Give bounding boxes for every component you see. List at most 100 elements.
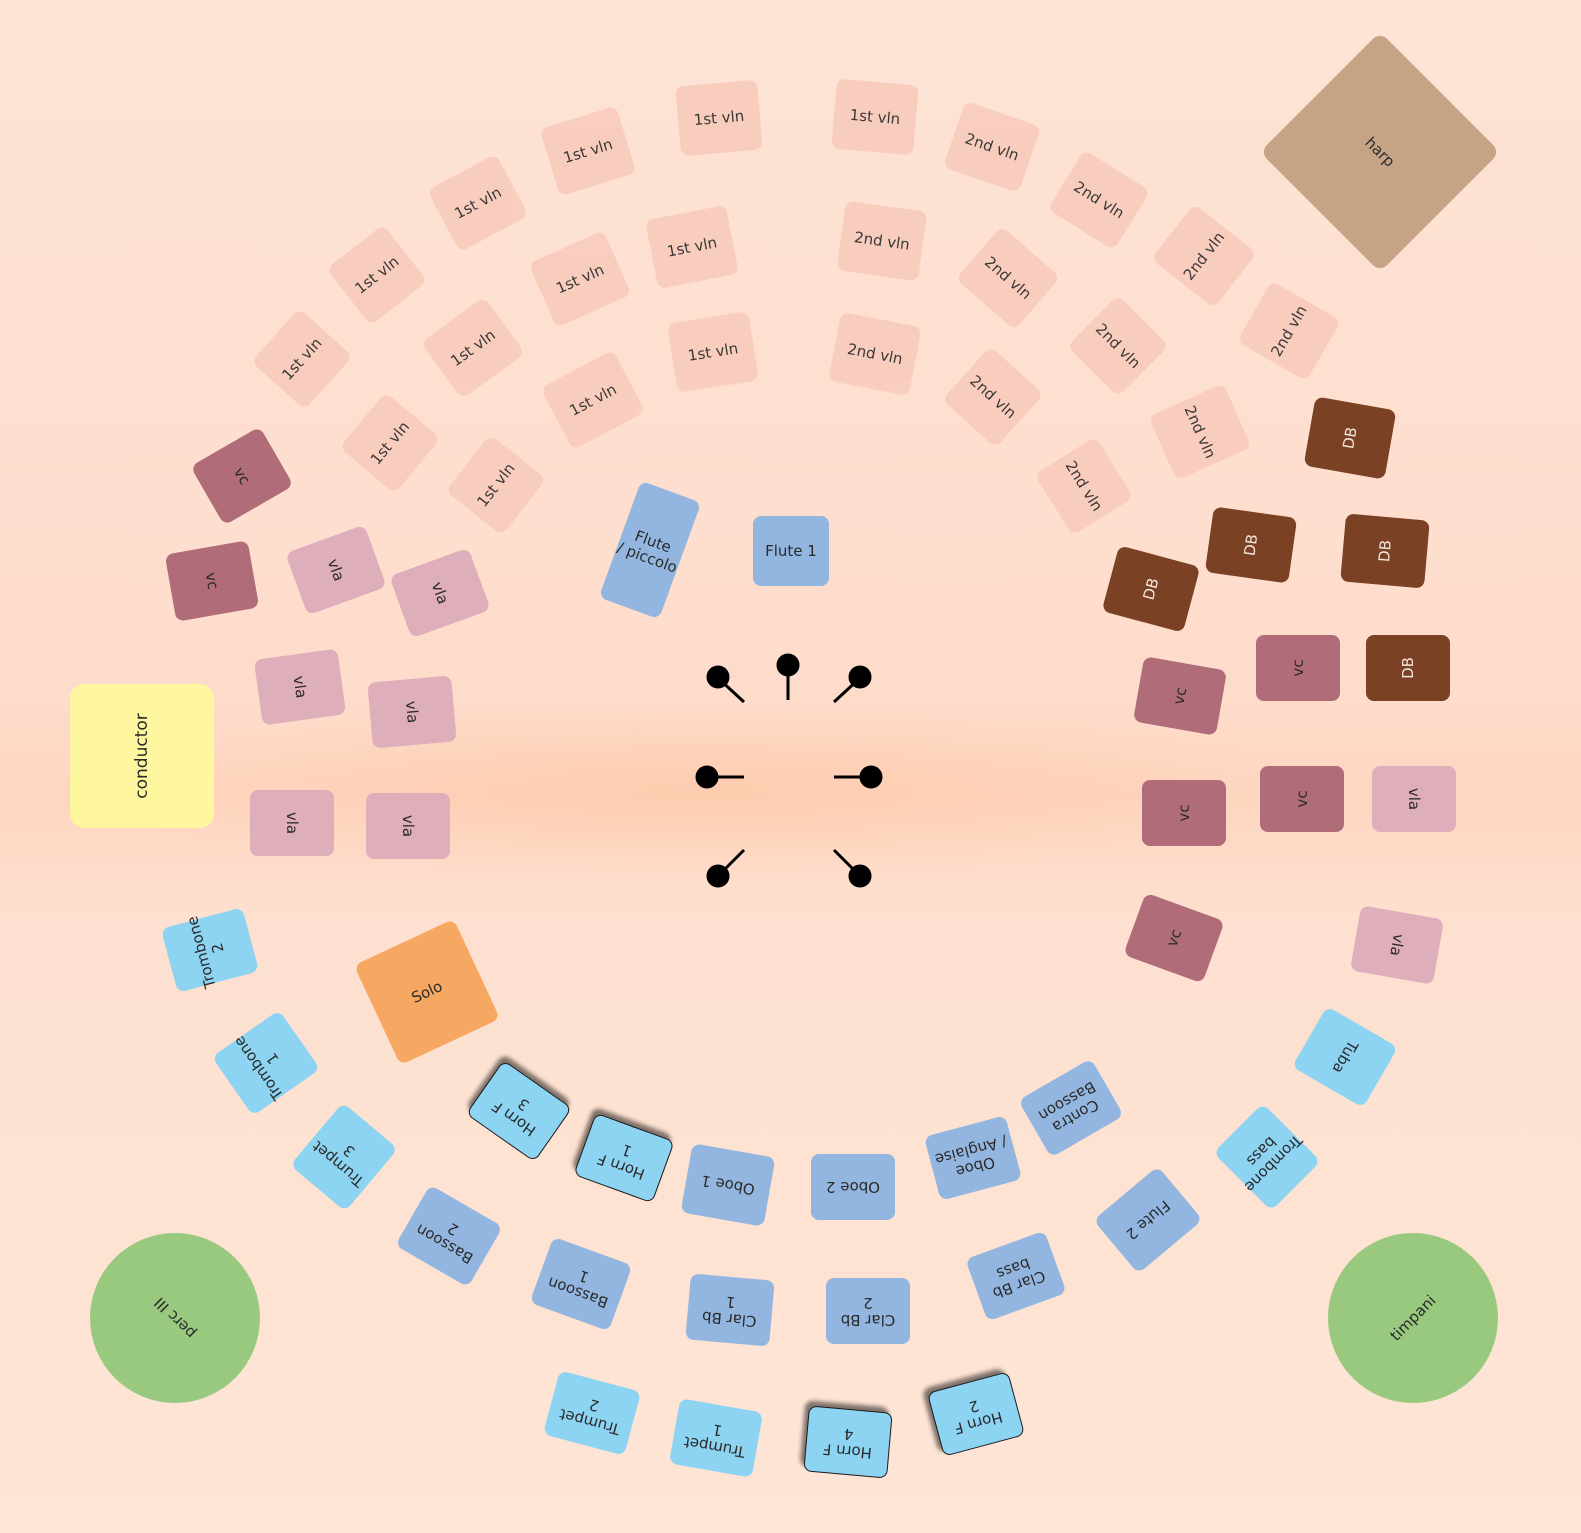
- seat-vla-3: vla: [253, 648, 347, 726]
- seat-2nd-vln-4: 2nd vln: [955, 225, 1061, 331]
- seat-clar-bb-2-1: Clar Bb 2: [826, 1278, 910, 1344]
- seat-1st-vln-9: 1st vln: [645, 204, 739, 290]
- seat-1st-vln-7: 1st vln: [420, 296, 526, 400]
- seat-vc-7: vc: [164, 540, 260, 622]
- seat-label: vc: [1174, 804, 1193, 822]
- seat-label: Clar Bb bass: [990, 1254, 1048, 1303]
- seat-label: Clar Bb 1: [701, 1292, 758, 1331]
- seat-1st-vln-11: 1st vln: [540, 349, 646, 451]
- seat-label: vla: [283, 811, 302, 835]
- seat-label: 2nd vln: [845, 339, 905, 368]
- seat-label: Flute / piccolo: [614, 526, 680, 577]
- seat-flute-piccolo-1: Flute / piccolo: [598, 480, 702, 620]
- seat-clar-bb-1-1: Clar Bb 1: [685, 1273, 775, 1347]
- seat-label: Tuba: [1328, 1037, 1363, 1077]
- seat-label: 2nd vln: [981, 252, 1036, 303]
- seat-vc-1: vc: [1256, 635, 1340, 701]
- seat-label: vc: [1162, 926, 1185, 949]
- seat-conductor-1: conductor: [70, 684, 214, 828]
- seat-label: vla: [399, 814, 418, 838]
- seat-2nd-vln-2: 2nd vln: [1047, 149, 1151, 251]
- seat-label: 1st vln: [665, 232, 719, 261]
- seat-vla-1: vla: [285, 524, 387, 616]
- seat-label: Flute 2: [1122, 1196, 1174, 1244]
- seat-trumpet-2-1: Trumpet 2: [542, 1370, 642, 1456]
- seat-label: timpani: [1386, 1291, 1440, 1345]
- seat-label: 2nd vln: [1092, 319, 1145, 372]
- seat-2nd-vln-5: 2nd vln: [1067, 295, 1169, 397]
- seat-label: Oboe 1: [699, 1171, 757, 1200]
- seat-label: 1st vln: [472, 459, 519, 511]
- seat-horn-f-1-1: Horn F 1: [573, 1112, 675, 1204]
- seat-label: Horn F 2: [952, 1396, 1005, 1438]
- seat-vc-6: vc: [190, 426, 294, 526]
- seat-vla-6: vla: [366, 793, 450, 859]
- seat-label: 1st vln: [366, 417, 413, 468]
- seat-vc-5: vc: [1123, 892, 1225, 984]
- seat-bassoon-2-1: Bassoon 2: [395, 1184, 503, 1288]
- seat-label: vc: [1288, 659, 1307, 677]
- seat-vc-2: vc: [1132, 656, 1228, 736]
- seat-label: Bassoon 2: [412, 1218, 477, 1268]
- seat-label: vc: [230, 463, 255, 488]
- seat-label: Clar Bb 2: [840, 1294, 896, 1329]
- seat-label: Trumpet 1: [682, 1420, 747, 1462]
- seat-label: 2nd vln: [962, 128, 1022, 165]
- seat-label: Trombone bass: [1240, 1130, 1306, 1196]
- seat-1st-vln-4: 1st vln: [539, 105, 637, 197]
- seat-label: DB: [1398, 657, 1417, 679]
- seat-1st-vln-1: 1st vln: [251, 308, 353, 410]
- seat-label: vc: [202, 570, 223, 591]
- seat-oboe-anglaise-1: Oboe / Anglaise: [923, 1115, 1023, 1201]
- seat-bassoon-1-1: Bassoon 1: [529, 1236, 633, 1332]
- seat-vc-4: vc: [1142, 780, 1226, 846]
- seat-2nd-vln-11: 2nd vln: [1236, 280, 1342, 382]
- seat-label: 1st vln: [849, 105, 902, 128]
- seat-db-2: DB: [1340, 513, 1430, 589]
- seat-trombone-1-1: Trombone 1: [211, 1009, 321, 1117]
- seat-1st-vln-3: 1st vln: [427, 153, 529, 253]
- seat-label: 2nd vln: [1070, 177, 1128, 223]
- seat-trombone-2-1: Trombone 2: [160, 907, 260, 993]
- seat-label: 1st vln: [351, 251, 403, 298]
- seat-label: 1st vln: [561, 134, 615, 167]
- seat-label: 2nd vln: [1179, 228, 1228, 284]
- seat-db-4: DB: [1204, 506, 1298, 584]
- seat-2nd-vln-7: 2nd vln: [828, 311, 922, 397]
- seat-label: vc: [1292, 790, 1311, 808]
- seat-label: Oboe 2: [825, 1178, 881, 1197]
- seat-flute-2-1: Flute 2: [1093, 1166, 1203, 1274]
- seat-oboe-2-1: Oboe 2: [811, 1154, 895, 1220]
- seat-label: DB: [1374, 539, 1395, 563]
- seat-label: vla: [402, 700, 423, 724]
- seat-trumpet-1-1: Trumpet 1: [668, 1398, 764, 1478]
- seat-label: Oboe / Anglaise: [933, 1132, 1009, 1181]
- seat-label: harp: [1361, 133, 1399, 171]
- seat-label: DB: [1138, 575, 1163, 602]
- seat-label: vla: [428, 579, 453, 607]
- seat-2nd-vln-8: 2nd vln: [942, 346, 1044, 448]
- seat-label: Trumpet 3: [308, 1137, 368, 1191]
- seat-1st-vln-5: 1st vln: [675, 79, 763, 157]
- seat-label: Horn F 4: [821, 1424, 873, 1463]
- seat-2nd-vln-6: 2nd vln: [1148, 383, 1252, 481]
- seat-label: 1st vln: [553, 260, 607, 298]
- seat-label: DB: [1240, 532, 1261, 557]
- seat-label: vla: [1405, 787, 1424, 811]
- seat-solo-1: Solo: [353, 918, 501, 1066]
- seat-2nd-vln-1: 2nd vln: [942, 100, 1042, 194]
- seat-label: 2nd vln: [1180, 402, 1221, 461]
- seat-flute-1-1: Flute 1: [753, 516, 829, 586]
- seat-db-5: DB: [1101, 545, 1201, 633]
- seat-2nd-vln-3: 2nd vln: [836, 200, 928, 282]
- seat-vla-5: vla: [250, 790, 334, 856]
- seat-vla-8: vla: [1349, 905, 1445, 985]
- seat-label: vla: [1386, 932, 1409, 958]
- seat-label: Bassoon 1: [545, 1266, 611, 1312]
- seat-perc-iii-1: perc III: [54, 1197, 296, 1439]
- seat-2nd-vln-10: 2nd vln: [1150, 203, 1258, 309]
- seat-label: Solo: [408, 976, 446, 1007]
- seat-1st-vln-6: 1st vln: [339, 392, 441, 494]
- seat-oboe-1-1: Oboe 1: [680, 1143, 776, 1227]
